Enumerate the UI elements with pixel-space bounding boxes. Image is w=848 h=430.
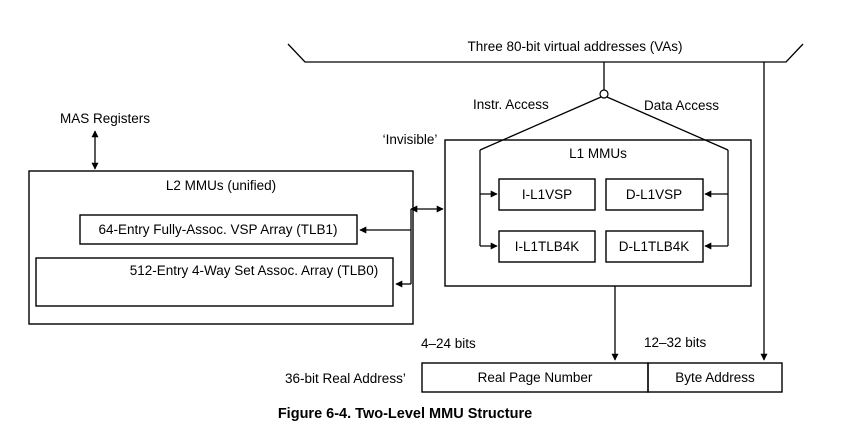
instr-access-label: Instr. Access <box>473 97 549 112</box>
real-page-number-label: Real Page Number <box>478 370 593 385</box>
d-l1tlb4k-label: D-L1TLB4K <box>619 239 690 254</box>
i-l1tlb4k-box <box>498 230 596 263</box>
bits-4-24-label: 4–24 bits <box>421 336 476 351</box>
figure-caption: Figure 6-4. Two-Level MMU Structure <box>278 406 532 422</box>
d-l1vsp-label: D-L1VSP <box>626 187 682 202</box>
invisible-label: ‘Invisible’ <box>383 132 438 147</box>
d-l1vsp-box <box>605 178 704 211</box>
mas-registers-label: MAS Registers <box>60 111 150 126</box>
split-node <box>599 89 609 99</box>
tlb1-box <box>79 214 358 245</box>
l1-mmus-box: L1 MMUs I-L1VSP D-L1VSP I-L1TLB4K D-L1TL… <box>444 139 752 287</box>
access-split: Instr. Access Data Access <box>473 62 729 151</box>
i-l1vsp-label: I-L1VSP <box>522 187 572 202</box>
data-access-label: Data Access <box>644 98 719 113</box>
i-l1tlb4k-label: I-L1TLB4K <box>515 239 580 254</box>
l1-mmus-label: L1 MMUs <box>569 146 627 161</box>
virtual-addresses-label: Three 80-bit virtual addresses (VAs) <box>467 39 682 54</box>
d-l1tlb4k-box <box>605 230 704 263</box>
real-address-label: 36-bit Real Address’ <box>285 371 406 386</box>
byte-address-label: Byte Address <box>675 370 755 385</box>
real-address-box: Real Page Number Byte Address <box>421 362 783 393</box>
l2-mmus-box: L2 MMUs (unified) 64-Entry Fully-Assoc. … <box>28 170 414 325</box>
tlb1-label: 64-Entry Fully-Assoc. VSP Array (TLB1) <box>98 222 337 237</box>
virtual-address-bus: Three 80-bit virtual addresses (VAs) <box>287 39 804 63</box>
i-l1vsp-box <box>498 178 596 211</box>
tlb0-label: 512-Entry 4-Way Set Assoc. Array (TLB0) <box>130 263 379 278</box>
tlb0-box <box>35 257 394 307</box>
bits-12-32-label: 12–32 bits <box>644 335 707 350</box>
byte-address-box <box>647 362 783 393</box>
l2-l1-connection <box>359 205 444 288</box>
l2-mmus-label: L2 MMUs (unified) <box>166 178 276 193</box>
